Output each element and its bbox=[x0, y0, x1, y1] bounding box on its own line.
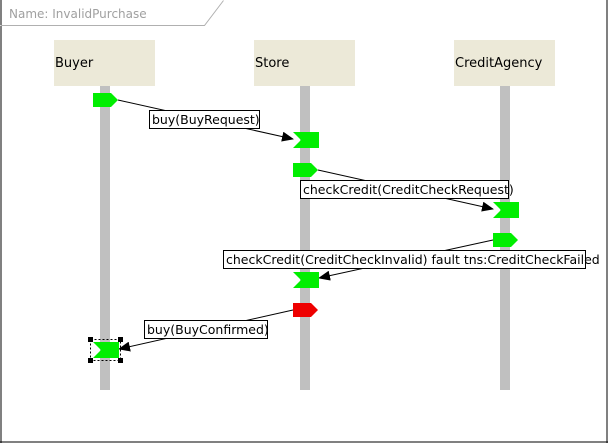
lifeline-header-buyer[interactable] bbox=[54, 40, 155, 86]
send-event-store-2[interactable] bbox=[293, 163, 318, 177]
diagram-name-tab[interactable]: Name: InvalidPurchase bbox=[0, 0, 224, 26]
lifeline-header-credit-agency[interactable] bbox=[454, 40, 555, 86]
lifeline-label-credit-agency: CreditAgency bbox=[455, 56, 543, 71]
lifeline-store[interactable]: Store bbox=[254, 40, 355, 390]
message-label-box-1 bbox=[149, 110, 260, 129]
receive-event-buyer-4[interactable] bbox=[93, 342, 119, 358]
receive-event-store-1[interactable] bbox=[293, 132, 319, 148]
selection-handle-br[interactable] bbox=[118, 358, 123, 363]
lifeline-bar-store bbox=[300, 86, 310, 390]
message-buy-confirmed[interactable]: buy(BuyConfirmed) bbox=[88, 303, 318, 363]
lifeline-label-store: Store bbox=[255, 56, 289, 71]
send-event-buyer-1[interactable] bbox=[93, 93, 118, 107]
selection-outline bbox=[90, 339, 121, 361]
receive-event-credit-2[interactable] bbox=[493, 202, 519, 218]
message-label-box-3 bbox=[223, 250, 586, 269]
lifeline-buyer[interactable]: Buyer bbox=[54, 40, 155, 390]
message-label-3: checkCredit(CreditCheckInvalid) fault tn… bbox=[226, 252, 600, 267]
message-label-2: checkCredit(CreditCheckRequest) bbox=[303, 182, 514, 197]
selection-handle-tl[interactable] bbox=[88, 337, 93, 342]
receive-event-buyer-4-selected[interactable] bbox=[88, 337, 123, 363]
selection-handle-bl[interactable] bbox=[88, 358, 93, 363]
lifeline-header-store[interactable] bbox=[254, 40, 355, 86]
message-label-box-2 bbox=[300, 180, 509, 199]
message-label-box-4 bbox=[144, 320, 268, 339]
message-label-1: buy(BuyRequest) bbox=[152, 112, 260, 127]
message-label-4: buy(BuyConfirmed) bbox=[147, 322, 269, 337]
diagram-name-label: Name: InvalidPurchase bbox=[9, 7, 147, 21]
lifeline-bar-buyer bbox=[100, 86, 110, 390]
receive-event-store-3[interactable] bbox=[293, 272, 319, 288]
send-event-credit-3[interactable] bbox=[493, 233, 518, 247]
lifeline-label-buyer: Buyer bbox=[55, 56, 94, 71]
message-check-credit-request[interactable]: checkCredit(CreditCheckRequest) bbox=[293, 163, 519, 218]
selection-handle-tr[interactable] bbox=[118, 337, 123, 342]
message-buy-request[interactable]: buy(BuyRequest) bbox=[93, 93, 319, 148]
send-event-store-4-fault[interactable] bbox=[293, 303, 318, 317]
message-check-credit-fault[interactable]: checkCredit(CreditCheckInvalid) fault tn… bbox=[223, 233, 600, 288]
